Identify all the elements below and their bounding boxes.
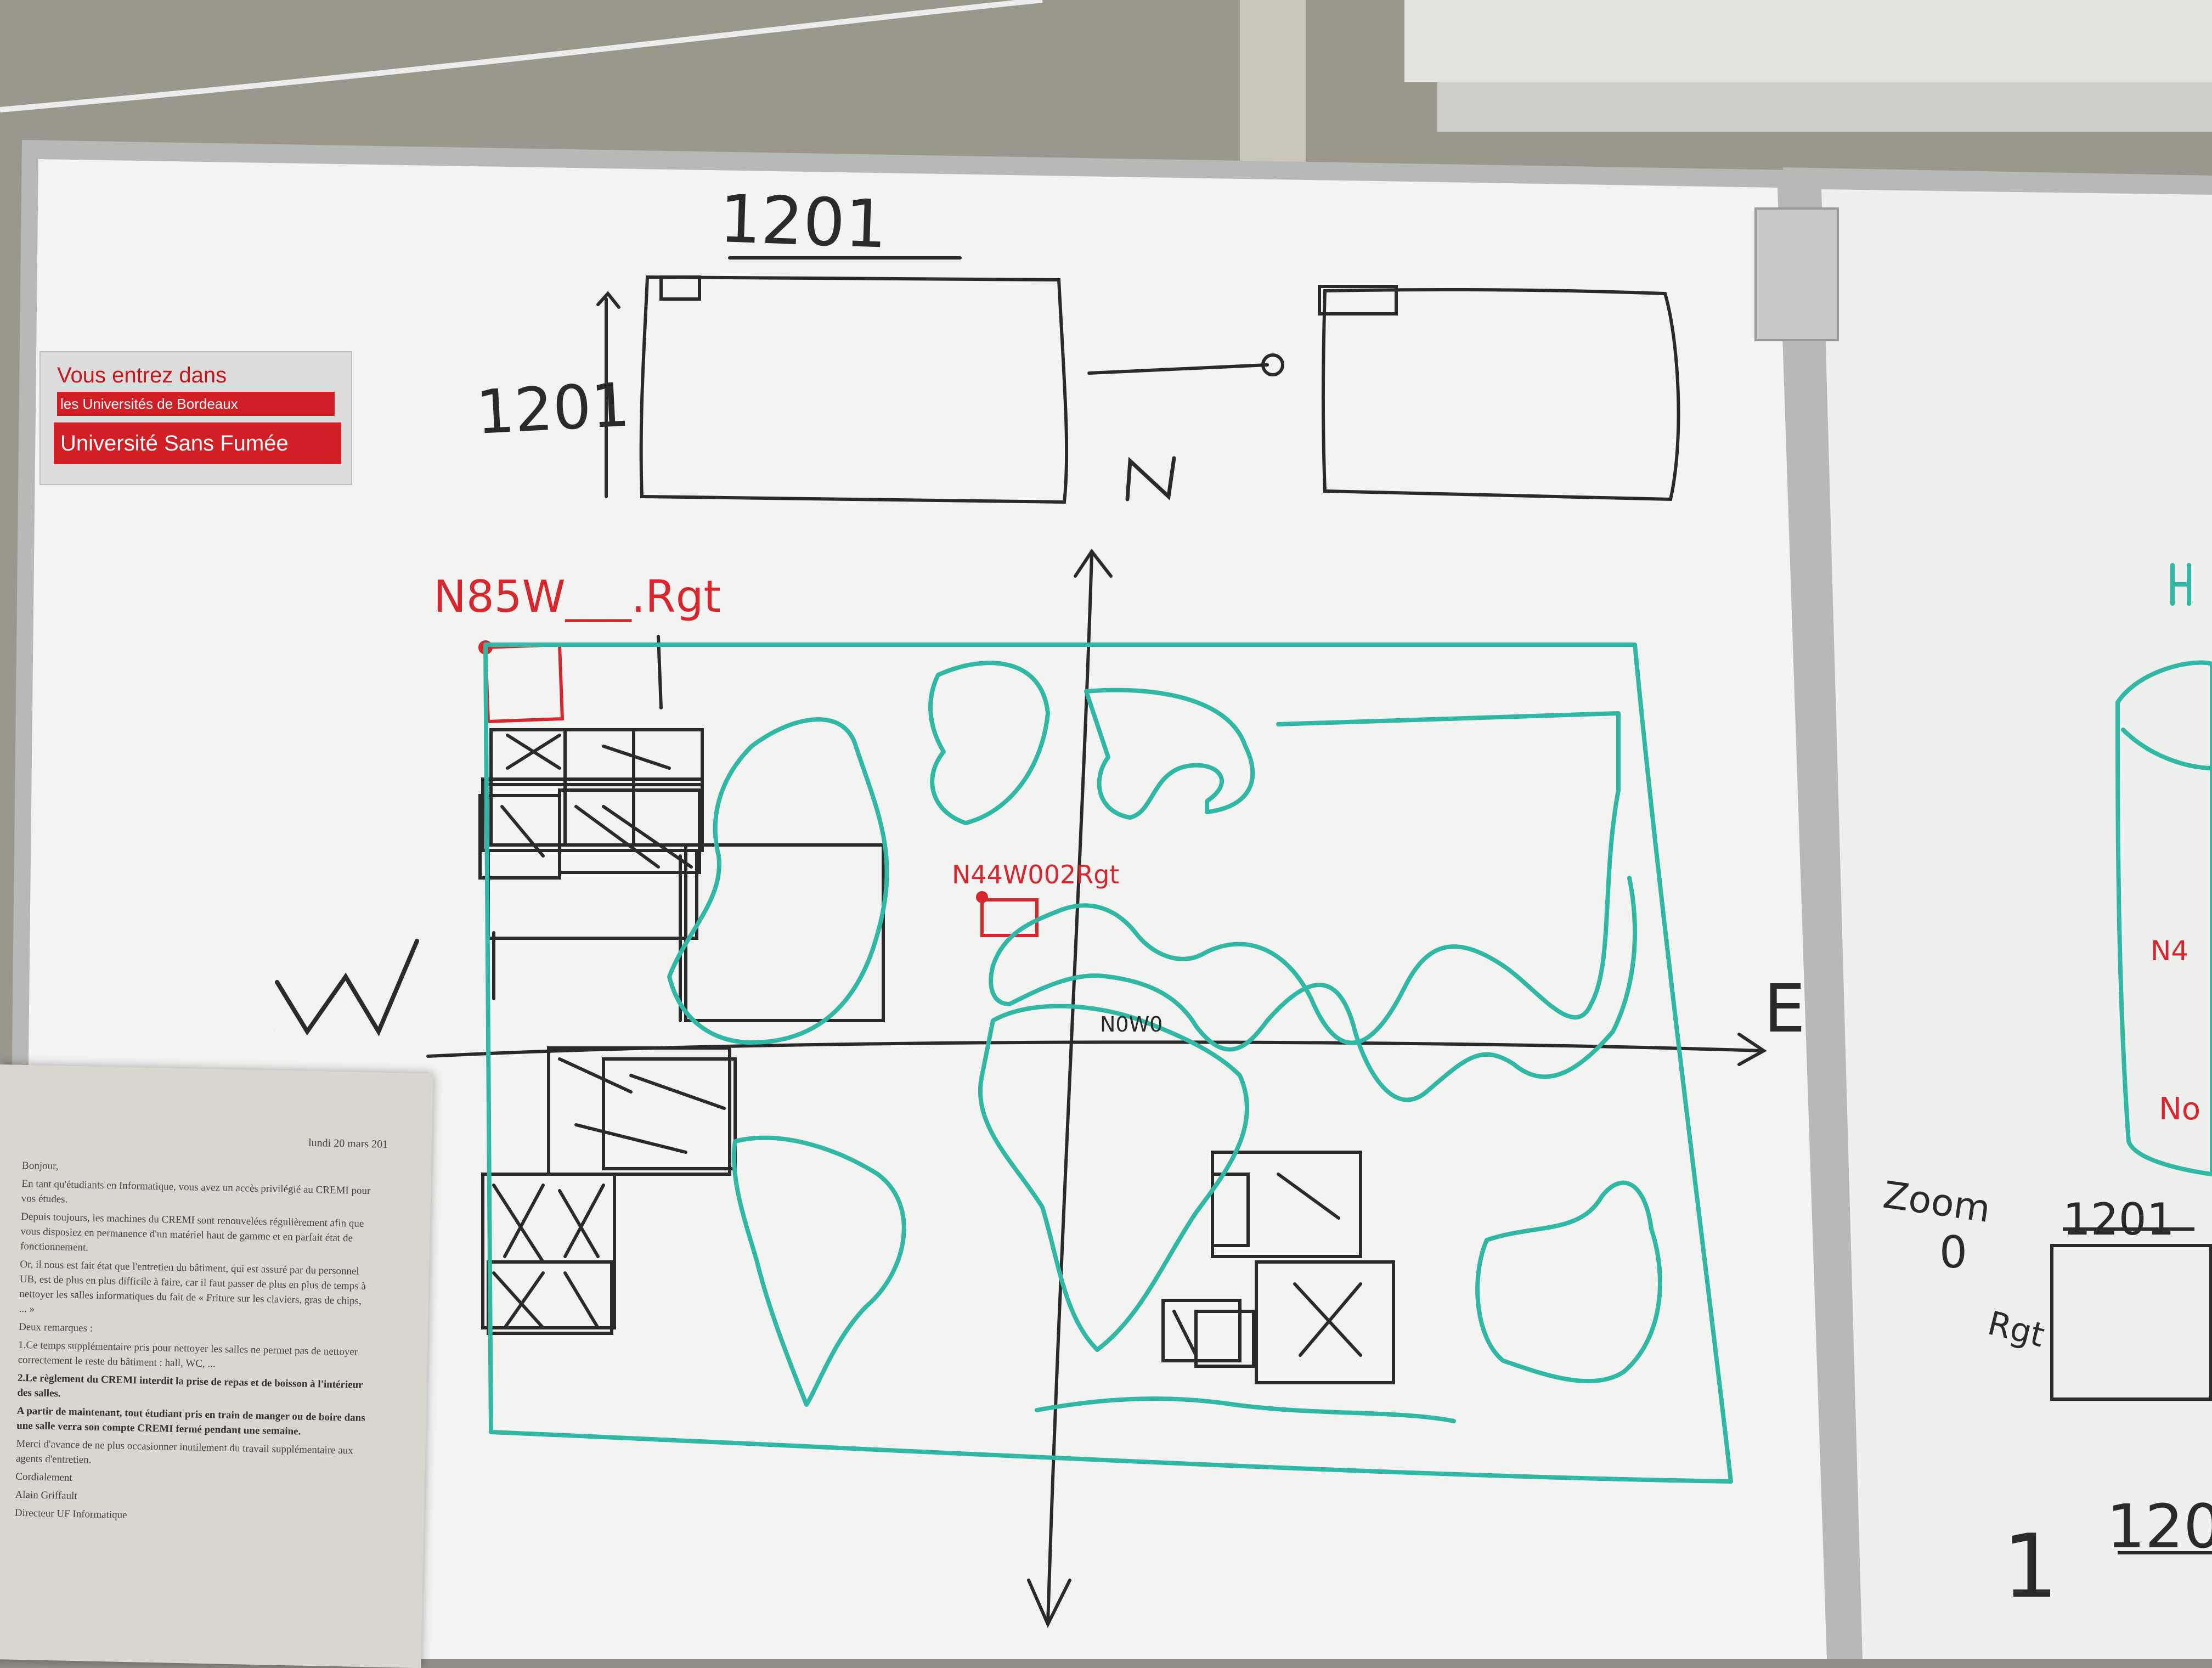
red-tile-label: N85W___.Rgt (433, 571, 721, 622)
north-america (667, 717, 889, 1045)
grid-line (492, 635, 682, 1022)
right-zoom-dim: 1201 (2063, 1194, 2175, 1245)
west-letter (275, 939, 419, 1036)
notice-date: lundi 20 mars 201 (308, 1136, 388, 1151)
grid-tile (1194, 1310, 1255, 1368)
greenland (928, 661, 1050, 825)
grid-tile (1211, 1173, 1250, 1247)
right-board-cylinder-rim (2121, 728, 2212, 770)
red-center-box (980, 898, 1039, 937)
wall-pillar (1240, 0, 1306, 165)
antarctica (1035, 1396, 1456, 1423)
notice-paragraph: 1.Ce temps supplémentaire pris pour nett… (18, 1339, 358, 1370)
grid-tile (489, 728, 635, 847)
no-smoking-sticker: Vous entrez dans les Universités de Bord… (40, 351, 352, 485)
origin-label: N0W0 (1100, 1012, 1163, 1036)
side-arrow-head (596, 291, 620, 309)
south-america (732, 1135, 906, 1407)
tile-corner-pixel-left (659, 275, 701, 301)
ns-axis-arrow-top (1074, 548, 1113, 578)
map-frame (483, 643, 1733, 1484)
crossed-tile-marks (558, 1057, 726, 1154)
grid-tile (602, 1057, 737, 1170)
right-board-surface (1821, 189, 2212, 1659)
ew-axis-arrow (1737, 1033, 1767, 1066)
projector-screen-bar (1437, 82, 2212, 132)
notice-signature-title: Directeur UF Informatique (14, 1507, 127, 1522)
red-center-label: N44W002Rgt (952, 860, 1119, 889)
notice-paragraph: A partir de maintenant, tout étudiant pr… (16, 1405, 365, 1438)
projector-screen-case (1404, 0, 2212, 82)
right-underline (2063, 1227, 2212, 1554)
ns-axis (1046, 553, 1093, 1626)
australia (1475, 1180, 1662, 1384)
grid-tile (1255, 1260, 1395, 1384)
notice-paragraph: 2.Le règlement du CREMI interdit la pris… (17, 1372, 363, 1400)
right-red-label-no: No (2159, 1091, 2200, 1127)
cable (0, 0, 1043, 112)
eurasia (989, 711, 1637, 1102)
africa (978, 1004, 1249, 1352)
notice-paragraph: Or, il nous est fait état que l'entretie… (19, 1258, 366, 1315)
tile-corner-pixels-right (1318, 285, 1398, 315)
side-dimension-text: 1201 (475, 369, 631, 447)
grid-tile (684, 843, 885, 1022)
top-dimension-text: 1201 (718, 181, 888, 263)
sticker-line-1: Vous entrez dans (57, 363, 227, 387)
crossed-tile-marks (492, 1184, 605, 1329)
grid-tile (558, 788, 701, 874)
right-h-label: H (2189, 625, 2190, 626)
ns-axis-arrow-bottom (1027, 1579, 1071, 1628)
zoom-connector (1087, 363, 1269, 375)
tile-rect-left (639, 275, 1069, 504)
north-letter (1125, 456, 1176, 501)
right-zoom-box (2050, 1244, 2212, 1401)
right-board-letter (2170, 563, 2191, 606)
crossed-tile-marks (1172, 1173, 1362, 1357)
right-bottom-number: 1 (2002, 1515, 2058, 1618)
grid-tile (547, 1046, 731, 1176)
right-red-label-n4: N4 (2151, 935, 2188, 967)
hinge (1754, 207, 1839, 341)
tile-rect-right (1321, 288, 1680, 501)
right-bottom-dim: 120 (2107, 1491, 2212, 1562)
red-center-dot (976, 891, 988, 903)
crossed-tile-marks (500, 734, 693, 869)
grid-tile (481, 1173, 616, 1329)
east-label: E (1764, 971, 1805, 1047)
scandinavia (1084, 688, 1255, 820)
sticker-line-3: Université Sans Fumée (54, 422, 341, 464)
right-zoom-value: 0 (1939, 1227, 1967, 1278)
notice-paragraph: Depuis toujours, les machines du CREMI s… (20, 1210, 364, 1254)
right-board-cylinder (2115, 660, 2212, 1176)
notice-paragraph: Merci d'avance de ne plus occasionner in… (15, 1438, 353, 1466)
grid-tile (1161, 1299, 1242, 1362)
notice-body: Bonjour, En tant qu'étudiants en Informa… (14, 1158, 373, 1531)
connector-dot (1261, 353, 1284, 376)
whiteboard-surface (22, 159, 1827, 1659)
posted-notice: lundi 20 mars 201 Bonjour, En tant qu'ét… (0, 1064, 433, 1668)
sticker-line-2: les Universités de Bordeaux (57, 392, 335, 416)
notice-paragraph: En tant qu'étudiants en Informatique, vo… (21, 1177, 371, 1205)
